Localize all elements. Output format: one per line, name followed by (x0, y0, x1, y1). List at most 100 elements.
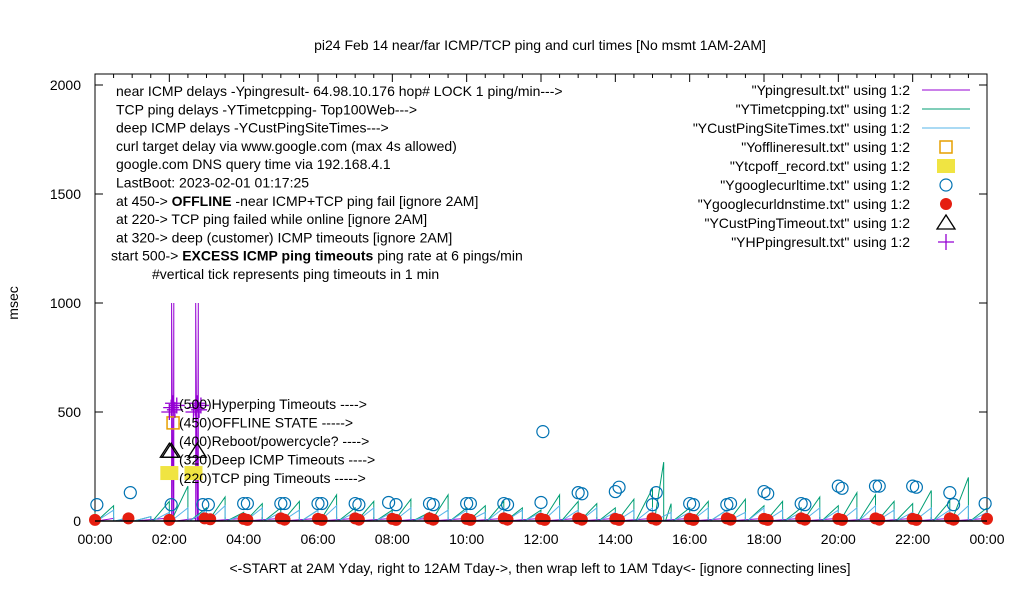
open-circle-marker (686, 498, 700, 512)
annotation-line: deep ICMP delays -YCustPingSiteTimes---> (116, 120, 389, 136)
open-circle-marker (274, 496, 288, 511)
series-3 (166, 416, 180, 430)
x-tick-label: 02:00 (152, 531, 187, 547)
open-circle-marker (164, 498, 178, 512)
x-tick-label: 12:00 (523, 531, 558, 547)
x-tick-label: 16:00 (672, 531, 707, 547)
y-tick-label: 2000 (50, 77, 81, 93)
level-label: (450)OFFLINE STATE -----> (179, 415, 353, 431)
legend-label: "Yofflineresult.txt" using 1:2 (741, 139, 910, 155)
filled-circle-marker (390, 513, 403, 526)
x-tick-label: 22:00 (895, 531, 930, 547)
legend-label: "Ygooglecurltime.txt" using 1:2 (720, 177, 910, 193)
annotation-segment: LastBoot: 2023-02-01 01:17:25 (116, 175, 309, 191)
chart-title: pi24 Feb 14 near/far ICMP/TCP ping and c… (314, 37, 766, 53)
filled-circle-marker (163, 513, 176, 526)
annotation-segment: curl target delay via www.google.com (ma… (116, 138, 457, 154)
filled-circle-marker (427, 513, 440, 526)
filled-circle-marker (981, 512, 993, 525)
open-circle-marker (723, 496, 738, 511)
filled-circle-marker (873, 513, 886, 526)
open-circle-marker (123, 486, 137, 500)
open-triangle-marker (935, 213, 957, 230)
open-circle-marker (761, 487, 775, 501)
annotation-line: google.com DNS query time via 192.168.4.… (116, 156, 391, 172)
x-tick-label: 18:00 (746, 531, 781, 547)
legend-label: "Ygooglecurldnstime.txt" using 1:2 (698, 196, 910, 212)
filled-circle-marker (122, 512, 135, 525)
annotation-segment: EXCESS ICMP ping timeouts (182, 248, 373, 264)
annotation-segment: near ICMP delays -Ypingresult- 64.98.10.… (116, 83, 563, 99)
filled-square-marker (160, 466, 179, 481)
open-circle-marker (196, 498, 210, 512)
annotation-line: at 320-> deep (customer) ICMP timeouts [… (116, 229, 452, 245)
open-circle-marker (798, 498, 812, 512)
annotation-segment: at 320-> deep (customer) ICMP timeouts [… (116, 229, 452, 245)
y-tick-label: 1000 (50, 295, 81, 311)
filled-circle-marker (352, 513, 365, 526)
plus-marker (189, 395, 206, 412)
open-circle-marker (835, 481, 849, 495)
annotation-line: start 500-> EXCESS ICMP ping timeouts pi… (111, 248, 523, 264)
open-circle-marker (352, 498, 366, 512)
open-circle-marker (90, 498, 104, 512)
open-circle-marker (201, 498, 215, 512)
open-circle-marker (649, 486, 663, 500)
filled-circle-marker (947, 513, 960, 526)
legend-label: "YCustPingTimeout.txt" using 1:2 (704, 215, 910, 231)
filled-circle-marker (687, 513, 700, 526)
filled-circle-marker (910, 513, 923, 526)
level-label: (220)TCP ping Timeouts -----> (179, 470, 366, 486)
series-4 (160, 466, 203, 481)
filled-circle-marker (940, 198, 952, 210)
x-tick-label: 14:00 (598, 531, 633, 547)
filled-circle-marker (798, 513, 811, 526)
annotation-line: at 220-> TCP ping failed while online [i… (116, 211, 427, 227)
filled-circle-marker (501, 513, 514, 526)
plus-marker (168, 397, 185, 414)
filled-circle-marker (575, 513, 588, 526)
open-circle-marker (946, 498, 961, 512)
open-circle-marker (868, 479, 883, 493)
open-triangle-marker (161, 442, 182, 458)
annotation-line: near ICMP delays -Ypingresult- 64.98.10.… (116, 83, 563, 99)
open-circle-marker (872, 479, 886, 493)
filled-circle-marker (241, 513, 254, 526)
open-circle-marker (575, 487, 589, 501)
open-circle-marker (389, 498, 403, 512)
open-square-marker (166, 416, 180, 430)
series-0 (94, 302, 988, 522)
filled-circle-marker (836, 513, 849, 526)
plus-marker (938, 234, 954, 250)
filled-circle-marker (204, 513, 217, 526)
annotation-segment: TCP ping delays -YTimetcpping- Top100Web… (116, 101, 417, 117)
filled-circle-marker (724, 513, 737, 526)
series-line (94, 302, 988, 522)
annotation-line: curl target delay via www.google.com (ma… (116, 138, 457, 154)
open-circle-marker (909, 480, 923, 494)
annotation-line: #vertical tick represents ping timeouts … (152, 266, 439, 282)
open-circle-marker (382, 495, 396, 510)
level-label: (320)Deep ICMP Timeouts ----> (179, 452, 375, 468)
open-square-marker (939, 140, 953, 154)
plus-marker (166, 401, 183, 418)
legend-label: "YHPpingresult.txt" using 1:2 (731, 234, 910, 250)
y-tick-label: 0 (73, 513, 81, 529)
filled-circle-marker (761, 513, 774, 526)
annotation-segment: at 220-> TCP ping failed while online [i… (116, 211, 427, 227)
series-8 (161, 395, 209, 420)
open-circle-marker (645, 498, 660, 512)
x-axis-label: <-START at 2AM Yday, right to 12AM Tday-… (229, 560, 850, 576)
level-label: (400)Reboot/powercycle? ----> (179, 433, 369, 449)
open-circle-marker (536, 425, 550, 439)
open-circle-marker (237, 496, 251, 511)
y-axis-label: msec (5, 286, 21, 319)
open-triangle-marker (187, 442, 208, 458)
plus-marker (192, 397, 209, 414)
open-circle-marker (277, 496, 292, 511)
annotation-line: TCP ping delays -YTimetcpping- Top100Web… (116, 101, 417, 117)
plus-marker (191, 401, 208, 418)
open-circle-marker (311, 496, 325, 511)
